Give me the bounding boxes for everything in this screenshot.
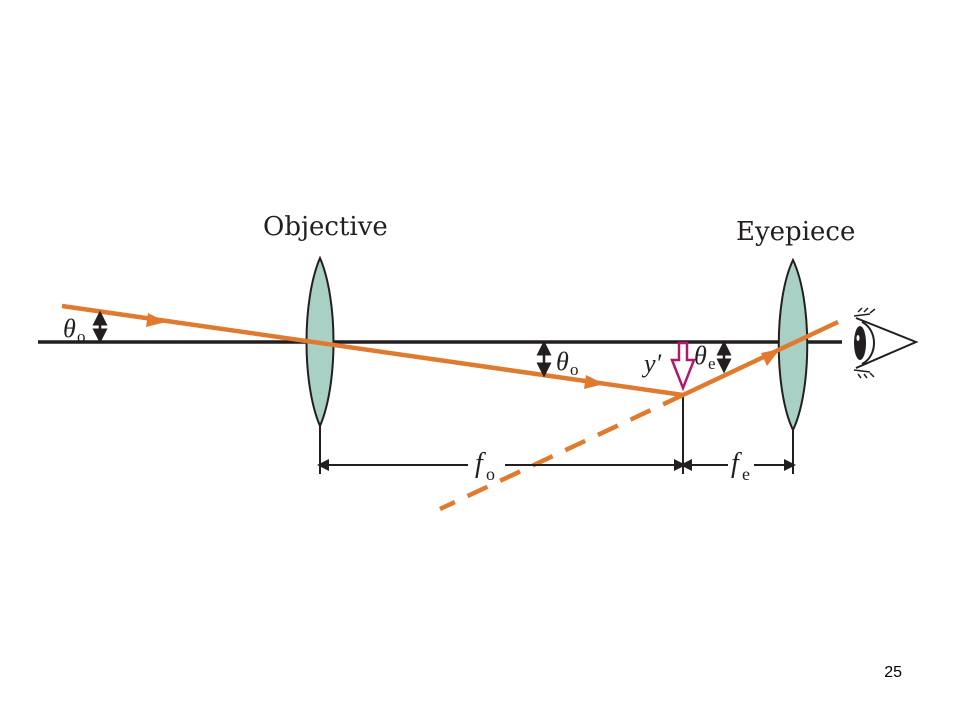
f-e-subscript: e bbox=[742, 464, 750, 484]
y-prime-label: y′ bbox=[641, 349, 662, 378]
f-e-symbol: f bbox=[731, 448, 742, 479]
theta-e-subscript: e bbox=[708, 354, 716, 373]
theta-o-left-symbol: θ bbox=[63, 314, 76, 343]
eyepiece-ray bbox=[682, 319, 839, 398]
eyepiece-label: Eyepiece bbox=[736, 217, 855, 247]
f-o-subscript: o bbox=[486, 464, 495, 484]
ray-arrowhead bbox=[761, 349, 780, 366]
image-arrow bbox=[670, 341, 696, 392]
theta-o-left-subscript: o bbox=[77, 327, 86, 346]
eye-icon bbox=[853, 307, 919, 379]
incoming-ray bbox=[61, 303, 684, 398]
theta-o-mid-symbol: θ bbox=[556, 347, 569, 376]
slide-number: 25 bbox=[884, 664, 902, 681]
theta-o-mid-subscript: o bbox=[570, 360, 579, 379]
f-o-symbol: f bbox=[475, 448, 486, 479]
dashed-ray-extension bbox=[439, 392, 684, 512]
objective-label: Objective bbox=[263, 212, 388, 242]
ray-arrowhead bbox=[146, 313, 166, 327]
ray-arrowhead bbox=[584, 375, 604, 389]
theta-e-symbol: θ bbox=[694, 341, 707, 370]
